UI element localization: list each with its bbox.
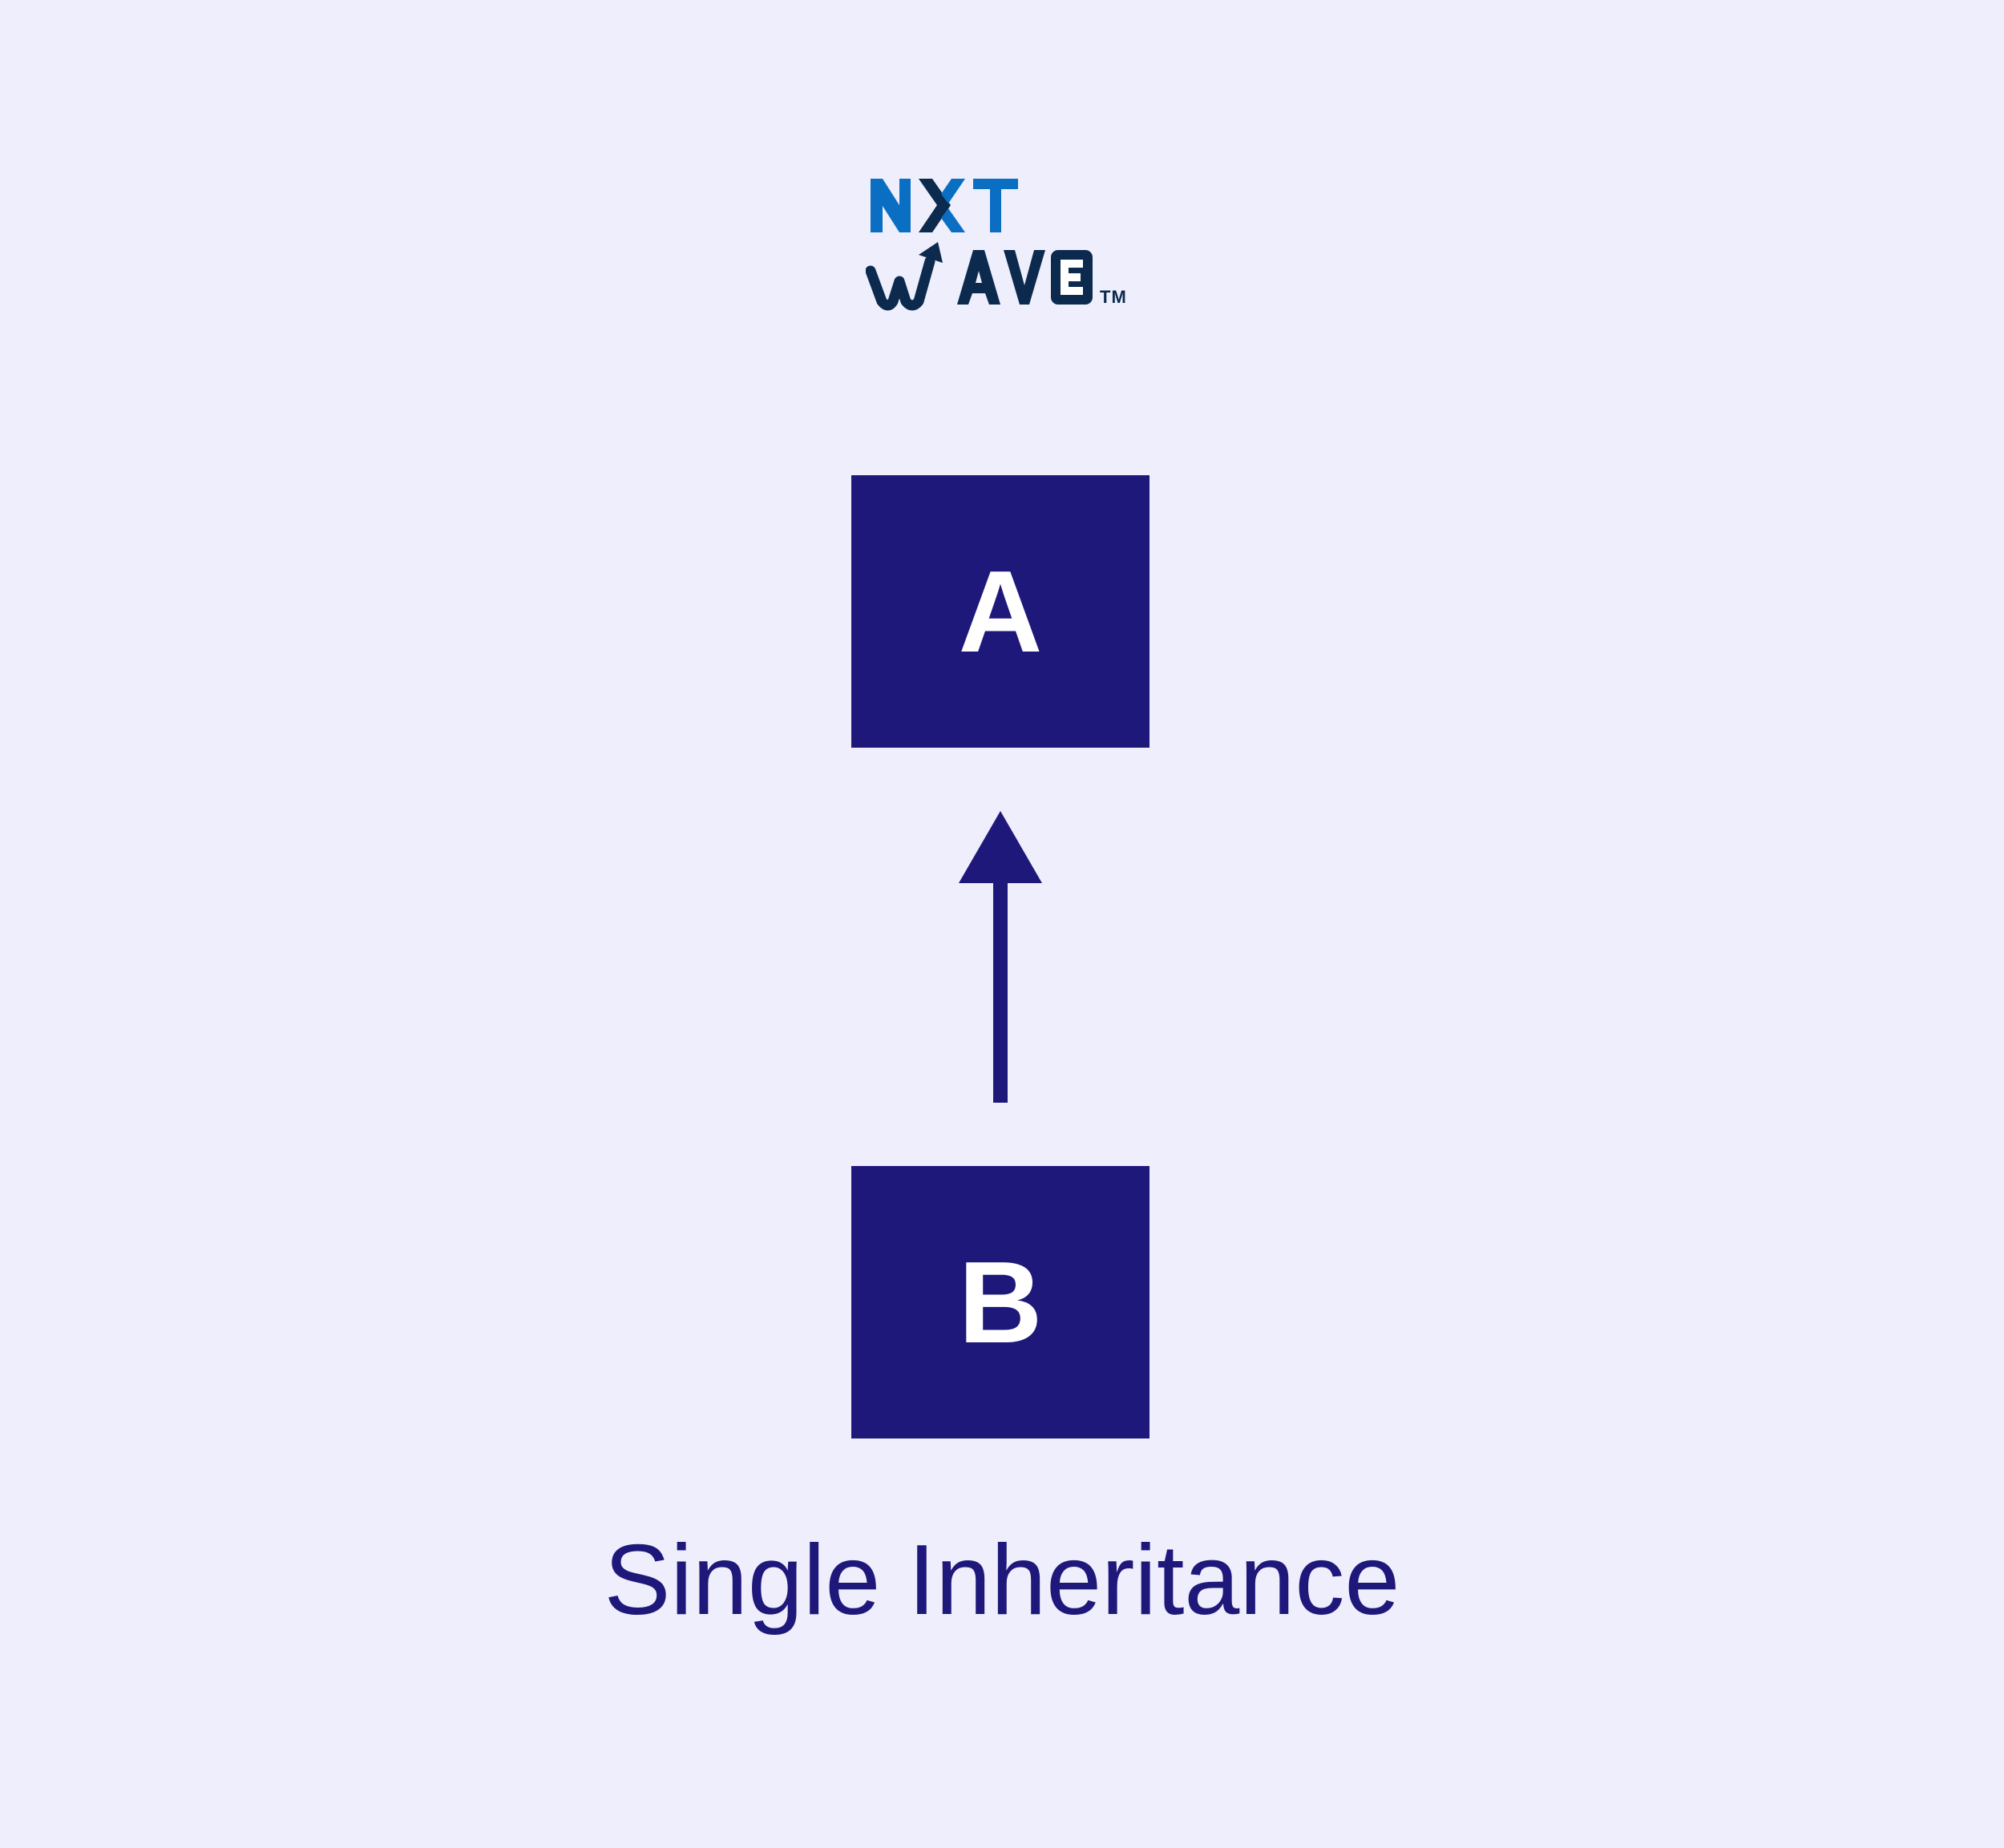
diagram-caption: Single Inheritance <box>604 1525 1400 1636</box>
class-b-box: B <box>851 1166 1149 1438</box>
logo-trademark: TM <box>1100 287 1127 307</box>
class-a-box: A <box>851 475 1149 748</box>
inheritance-arrow <box>957 811 1044 1103</box>
class-b-label: B <box>958 1237 1043 1367</box>
class-a-label: A <box>958 546 1043 676</box>
nxtwave-logo: TM <box>866 175 1138 311</box>
